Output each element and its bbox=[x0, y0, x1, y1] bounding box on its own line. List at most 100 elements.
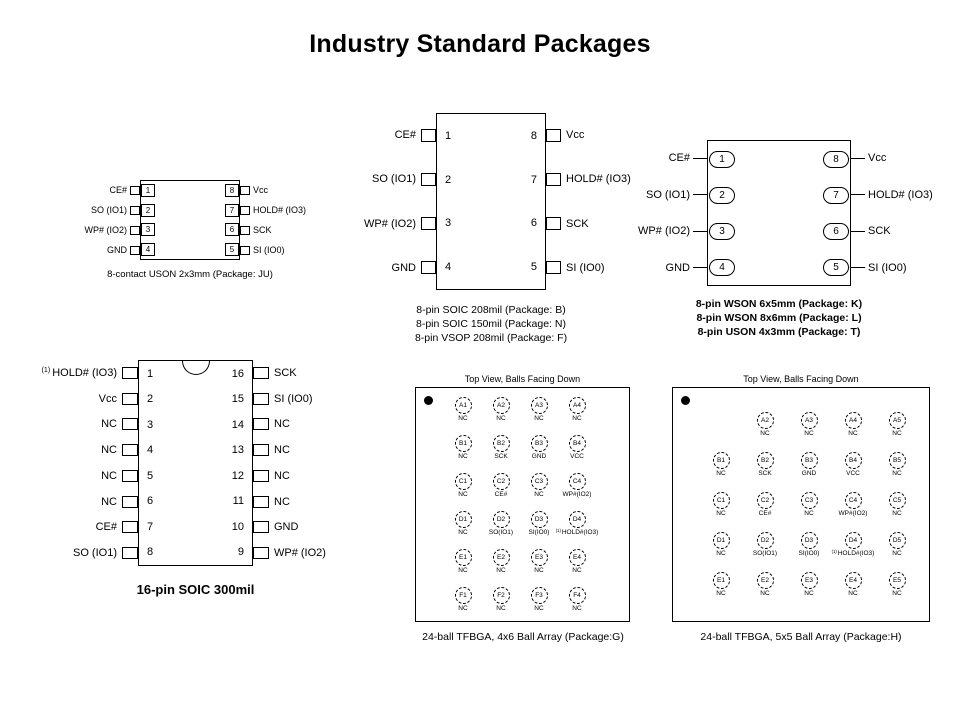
pin-stub bbox=[130, 185, 140, 195]
pin-stub bbox=[546, 217, 561, 231]
left-pin-labels: CE#SO (IO1)WP# (IO2)GND bbox=[605, 140, 693, 286]
ball-B4: B4 bbox=[568, 434, 586, 452]
soic8-caption-line-3: 8-pin VSOP 208mil (Package: F) bbox=[414, 332, 568, 344]
pin-label-8: Vcc bbox=[868, 152, 887, 165]
ball-label-A5: NC bbox=[892, 429, 902, 437]
pin-stub bbox=[253, 444, 269, 457]
ball-label-E4: NC bbox=[572, 566, 582, 574]
pin-stub bbox=[122, 495, 138, 508]
ball-label-F3: NC bbox=[534, 604, 544, 612]
ball-label-A1: NC bbox=[458, 414, 468, 422]
pin-label-5: SI (IO0) bbox=[566, 261, 605, 274]
pin-number-4: 4 bbox=[445, 261, 452, 274]
pin-label-2: SO (IO1) bbox=[645, 188, 690, 201]
ball-label-F1: NC bbox=[458, 604, 468, 612]
pin-number-3: 3 bbox=[141, 223, 155, 237]
soic8-caption-line-2: 8-pin SOIC 150mil (Package: N) bbox=[416, 318, 566, 330]
pin-stub bbox=[253, 495, 269, 508]
ball-label-F2: NC bbox=[496, 604, 506, 612]
pin-stub bbox=[253, 547, 269, 560]
ball-A4: A4 bbox=[568, 396, 586, 414]
pin-stub bbox=[130, 205, 140, 215]
pin-stub bbox=[122, 521, 138, 534]
pin-number-2: 2 bbox=[709, 186, 735, 204]
pin-number-4: 4 bbox=[709, 258, 735, 276]
ball-B5: B5 bbox=[888, 451, 906, 469]
ball-superscript: (1) bbox=[555, 528, 561, 534]
pin-stub bbox=[693, 230, 707, 232]
pin-number-1: 1 bbox=[147, 367, 154, 380]
pin-stub bbox=[130, 225, 140, 235]
ball-label-C2: CE# bbox=[758, 509, 772, 517]
pin-number-4: 4 bbox=[141, 242, 155, 256]
ball-label-C5: NC bbox=[892, 509, 902, 517]
pin1-indicator-dot bbox=[681, 396, 690, 405]
pin-number-13: 13 bbox=[231, 444, 244, 457]
pin-stub bbox=[122, 547, 138, 560]
pin-label-1: CE# bbox=[668, 152, 690, 165]
pin-label-5: NC bbox=[101, 469, 117, 482]
ball-F4: F4 bbox=[568, 586, 586, 604]
ball-B4: B4 bbox=[844, 451, 862, 469]
ball-C3: C3 bbox=[800, 491, 818, 509]
pin-stub bbox=[546, 128, 561, 142]
ball-label-F4: NC bbox=[572, 604, 582, 612]
pin-label-5: SI (IO0) bbox=[253, 245, 285, 255]
pin-stub bbox=[693, 157, 707, 159]
pin-number-3: 3 bbox=[147, 418, 154, 431]
package-notch bbox=[181, 361, 210, 375]
ball-label-A3: NC bbox=[534, 414, 544, 422]
pin-number-16: 16 bbox=[231, 367, 244, 380]
pin-number-1: 1 bbox=[141, 184, 155, 198]
pin-stub bbox=[253, 366, 269, 379]
wson8-caption-line-2: 8-pin WSON 8x6mm (Package: L) bbox=[696, 312, 862, 324]
ball-label-B4: VCC bbox=[846, 469, 860, 477]
ball-cell-D4: D4(1)HOLD#(IO3) bbox=[831, 524, 875, 564]
ball-label-D4: (1)HOLD#(IO3) bbox=[831, 549, 875, 557]
ball-label-B1: NC bbox=[458, 452, 468, 460]
ball-D3: D3 bbox=[530, 510, 548, 528]
ball-label-D5: NC bbox=[892, 549, 902, 557]
pin-stub bbox=[546, 261, 561, 275]
bga4x6-view-label: Top View, Balls Facing Down bbox=[464, 374, 581, 384]
pin-label-11: NC bbox=[274, 495, 290, 508]
ball-label-D3: SI(IO0) bbox=[798, 549, 820, 557]
right-pin-stubs bbox=[253, 360, 269, 566]
right-pin-stubs bbox=[851, 140, 865, 286]
right-pin-stubs bbox=[240, 180, 250, 260]
bga4x6-caption: 24-ball TFBGA, 4x6 Ball Array (Package:G… bbox=[422, 631, 624, 643]
pin-stub bbox=[240, 245, 250, 255]
ball-label-E1: NC bbox=[716, 589, 726, 597]
pin-label-9: WP# (IO2) bbox=[274, 547, 326, 560]
ball-F1: F1 bbox=[454, 586, 472, 604]
ball-label-C4: WP#(IO2) bbox=[838, 509, 868, 517]
pin-stub bbox=[851, 230, 865, 232]
pin-stub bbox=[421, 128, 436, 142]
